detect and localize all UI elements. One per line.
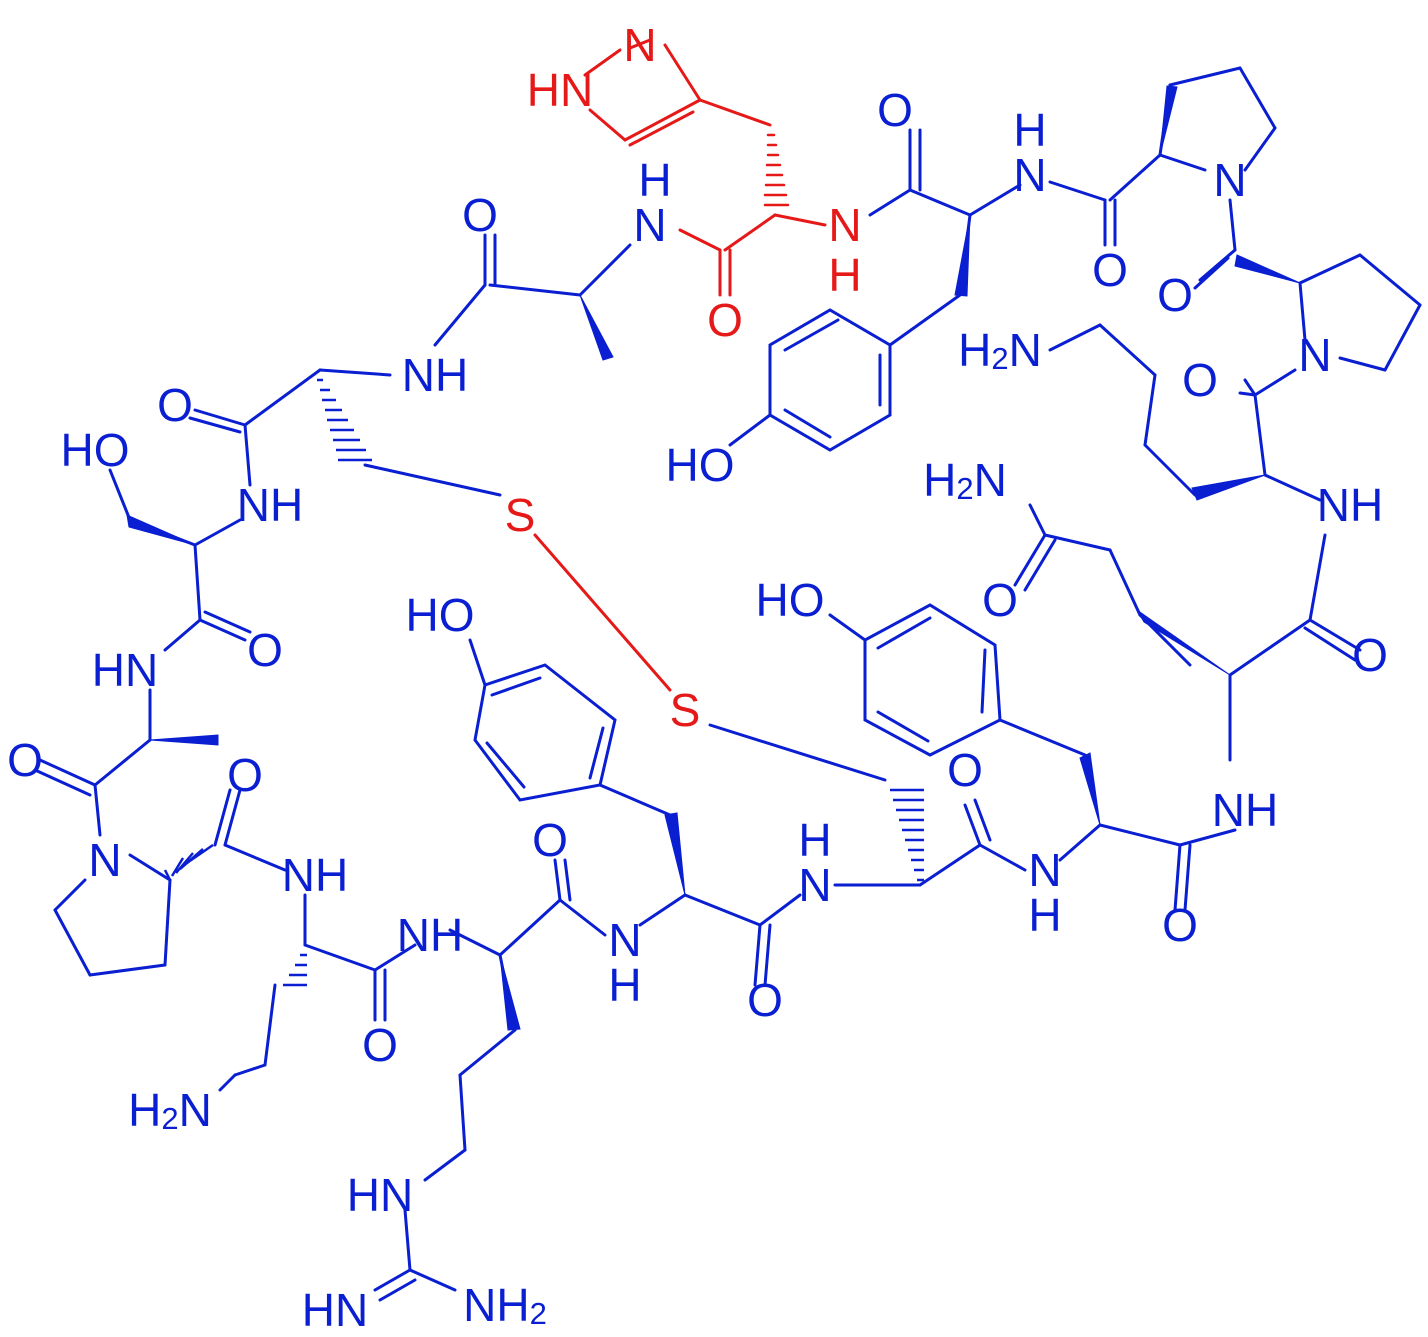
tyr1-amide-n-label: N xyxy=(1013,149,1046,201)
gln-amide-nh-label: NH xyxy=(1212,784,1278,836)
pro2-carbonyl-o-label: O xyxy=(1157,269,1193,321)
highlighted-atom-labels: HN N N H O S S xyxy=(505,19,862,736)
lys-amide-nh-label: NH xyxy=(1317,479,1383,531)
sulfur-2-label: S xyxy=(670,684,701,736)
tyr2-carbonyl-o-label: O xyxy=(747,974,783,1026)
arg-amide-nh-label: NH xyxy=(397,909,463,961)
ala-carbonyl-o-label: O xyxy=(462,189,498,241)
histidine-and-disulfide-bonds xyxy=(533,38,827,692)
gln-amide-nh2-label: H2N xyxy=(923,454,1007,506)
ser-amide-nh-label: NH xyxy=(237,479,303,531)
imidazole-nh-label: HN xyxy=(527,64,593,116)
pro1-n-label: N xyxy=(1213,154,1246,206)
his-amide-n-label: N xyxy=(828,199,861,251)
ser-carbonyl-o-label: O xyxy=(247,624,283,676)
dab-carbonyl-o-label: O xyxy=(362,1019,398,1071)
tyr3-carbonyl-o-label: O xyxy=(947,744,983,796)
tyr3-amide-n-label: N xyxy=(1028,844,1061,896)
pro1-carbonyl-o-label: O xyxy=(1092,244,1128,296)
tyr2-amide-n-label: N xyxy=(608,914,641,966)
arg-carbonyl-o-label: O xyxy=(532,814,568,866)
ser-hydroxyl-label: HO xyxy=(61,424,130,476)
his-carbonyl-o-label: O xyxy=(707,294,743,346)
tyr3-hydroxyl-label: HO xyxy=(756,574,825,626)
arg-guanidine-nh2-label: NH2 xyxy=(463,1279,547,1331)
tyr2-hydroxyl-label: HO xyxy=(406,589,475,641)
pro3-carbonyl-o-label: O xyxy=(227,749,263,801)
dab-amide-nh-label: NH xyxy=(282,849,348,901)
tyr3-amide-h-label: H xyxy=(1028,889,1061,941)
pro2-n-label: N xyxy=(1298,329,1331,381)
cys2-amide-h-label: H xyxy=(798,814,831,866)
sulfur-1-label: S xyxy=(505,489,536,541)
cys1-amide-nh-label: NH xyxy=(402,349,468,401)
tyr1-amide-h-label: H xyxy=(1013,104,1046,156)
tyr2-amide-h-label: H xyxy=(608,959,641,1011)
atom-labels: H N O O H N HO O N O N H2N O NH H2N O O … xyxy=(7,84,1388,1336)
lys-carbonyl-o-label: O xyxy=(1182,354,1218,406)
pro3-n-label: N xyxy=(88,834,121,886)
gln-carbonyl-o-label: O xyxy=(1352,629,1388,681)
arg-guanidine-hn-label: HN xyxy=(347,1169,413,1221)
imidazole-n-label: N xyxy=(623,19,656,71)
ala2-amide-hn-label: HN xyxy=(92,644,158,696)
stereo-bonds xyxy=(126,85,1301,1031)
tyr1-carbonyl-o-label: O xyxy=(877,84,913,136)
tyr1-hydroxyl-label: HO xyxy=(666,439,735,491)
lys-amine-label: H2N xyxy=(958,324,1042,376)
dab-amine-label: H2N xyxy=(128,1084,212,1136)
ala-amide-n-label: N xyxy=(633,199,666,251)
tyr3-carbonyl-o2-label: O xyxy=(1162,899,1198,951)
cys1-carbonyl-o-label: O xyxy=(157,379,193,431)
ala2-carbonyl-o-label: O xyxy=(7,734,43,786)
gln-side-o-label: O xyxy=(982,574,1018,626)
ala-amide-h-label: H xyxy=(638,154,671,206)
his-amide-h-label: H xyxy=(828,249,861,301)
backbone-and-sidechain-bonds xyxy=(33,66,1422,1302)
arg-imine-hn-label: HN xyxy=(302,1284,368,1336)
cys2-amide-n-label: N xyxy=(798,859,831,911)
